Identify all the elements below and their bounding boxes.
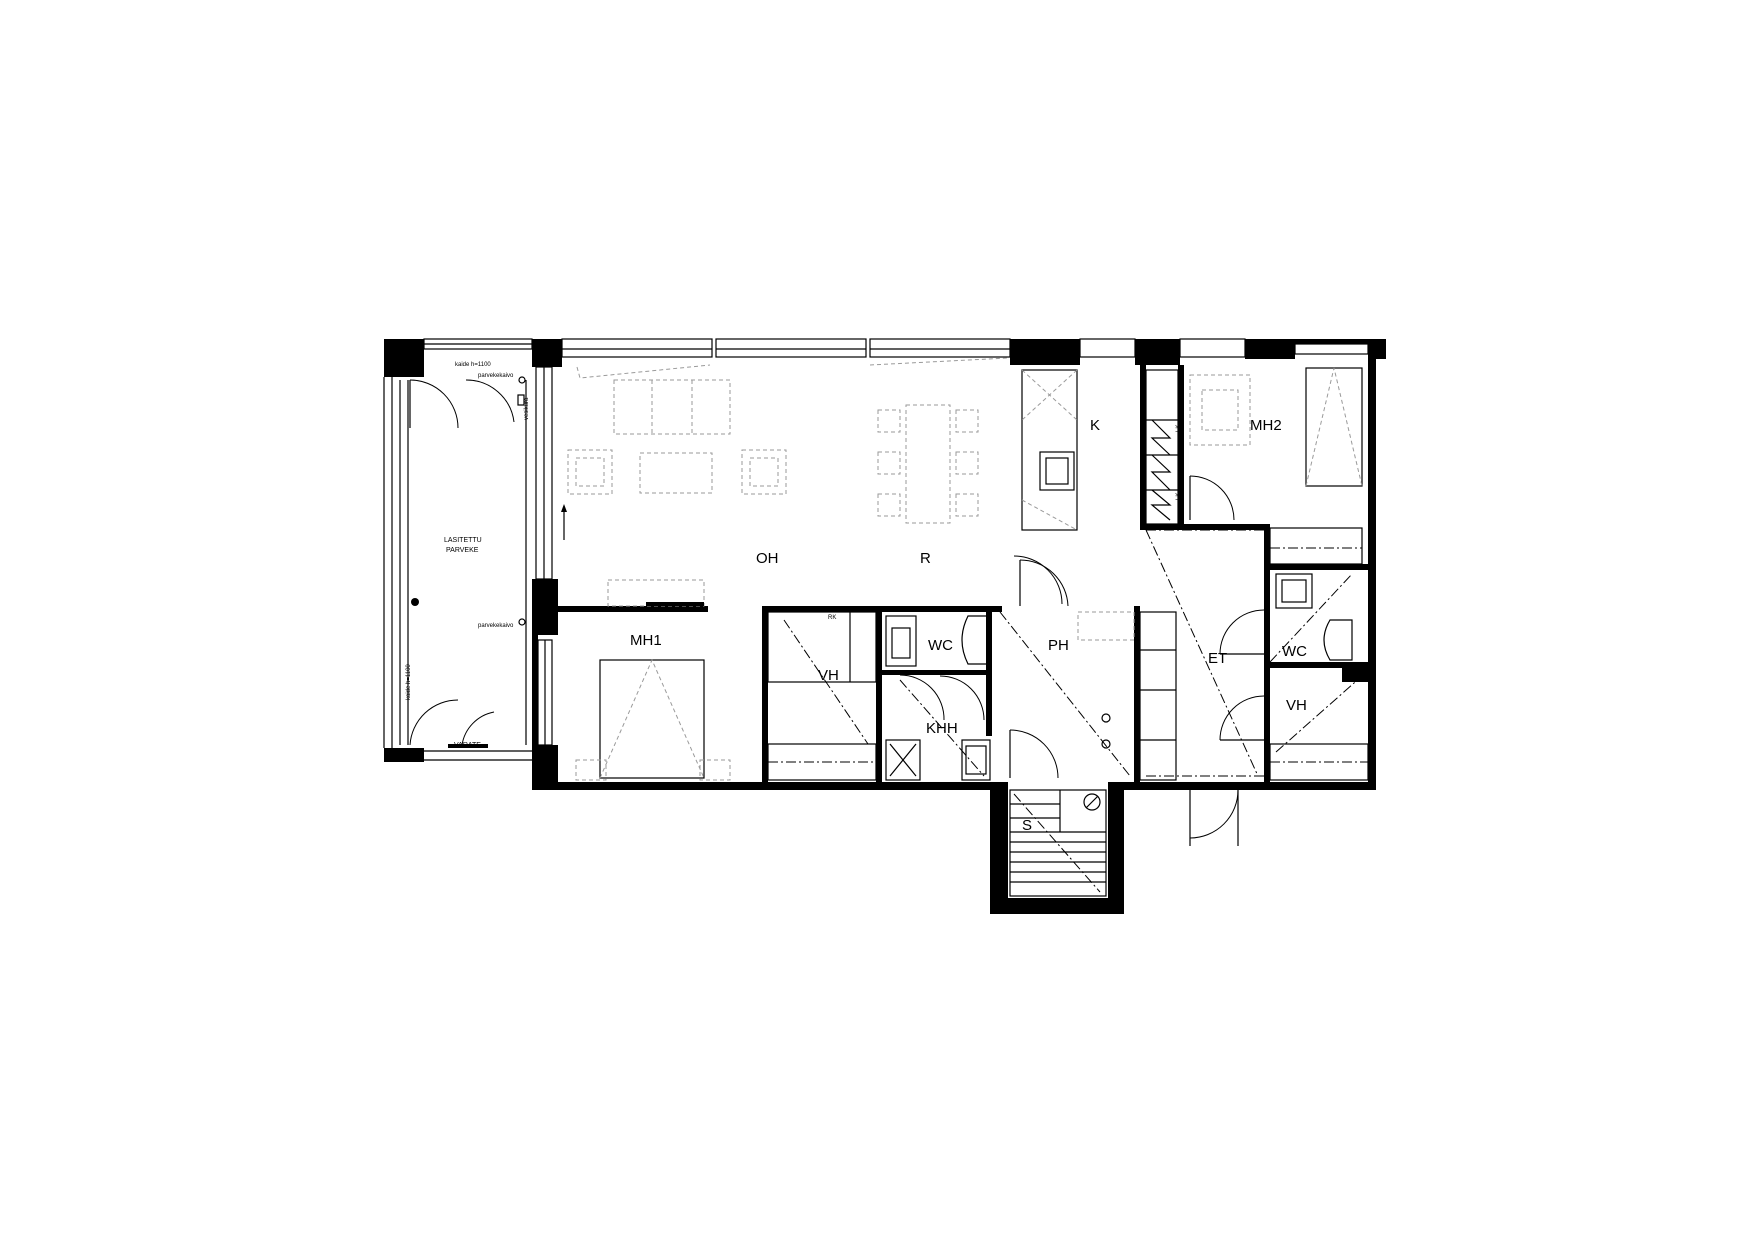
storage-label: VARATE [454, 742, 481, 749]
room-label-vh-2: VH [1286, 697, 1307, 714]
living-furniture [561, 379, 979, 607]
room-label-khh: KHH [926, 720, 958, 737]
rail-note-side: kaide h=1100 [406, 664, 412, 700]
walk-in-closet-1 [767, 611, 877, 781]
drain-note-bottom: parvekekaivo [478, 623, 514, 629]
fixture-rk: RK [828, 615, 836, 621]
room-label-et: ET [1208, 650, 1227, 667]
utility-room [885, 675, 991, 781]
room-label-wc-2: WC [1282, 643, 1307, 660]
glazed-balcony [383, 376, 532, 761]
balcony-label-line-1: LASITETTU [444, 537, 482, 544]
wash-room [999, 555, 1135, 779]
balcony-label-line-2: PARVEKE [446, 547, 479, 554]
wc-2 [1269, 573, 1353, 663]
stairs [1009, 789, 1107, 897]
stair-symbol-icon [1083, 793, 1101, 811]
room-label-mh2: MH2 [1250, 417, 1282, 434]
kitchen [1019, 369, 1179, 607]
structural-walls [384, 339, 1386, 914]
room-label-ph: PH [1048, 637, 1069, 654]
room-label-wc-1: WC [928, 637, 953, 654]
room-label-s: S [1022, 817, 1032, 834]
entrance [1139, 529, 1265, 846]
room-labels: OH R K MH1 MH2 VH VH WC WC KHH PH ET S L… [406, 362, 1307, 834]
windows [423, 338, 1369, 746]
fixture-lk-2: LK [1176, 493, 1182, 500]
room-label-k: K [1090, 417, 1100, 434]
room-label-mh1: MH1 [630, 632, 662, 649]
fixture-lk-1: LK [1176, 425, 1182, 432]
room-label-vh-1: VH [818, 667, 839, 684]
room-label-oh: OH [756, 550, 779, 567]
rail-note-top: kaide h=1100 [455, 362, 491, 368]
wc-1 [885, 615, 989, 777]
bedroom-2 [1189, 367, 1363, 565]
bedroom-1 [575, 602, 731, 781]
drain-dot [411, 598, 419, 606]
drain-note-top: parvekekaivo [478, 373, 514, 379]
walk-in-closet-2 [1269, 675, 1369, 781]
water-note: vesikura [524, 397, 530, 420]
room-label-r: R [920, 550, 931, 567]
